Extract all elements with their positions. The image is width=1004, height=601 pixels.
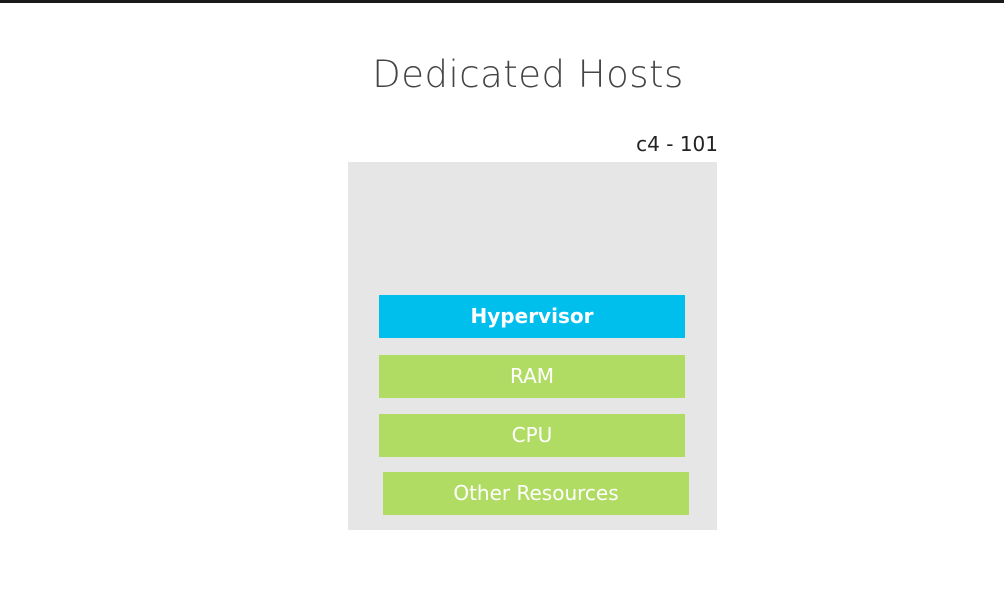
slide-title: Dedicated Hosts bbox=[372, 53, 684, 96]
hypervisor-layer: Hypervisor bbox=[379, 295, 685, 338]
host-label: c4 - 101 bbox=[636, 132, 718, 156]
top-border-line bbox=[0, 0, 1004, 3]
cpu-layer: CPU bbox=[379, 414, 685, 457]
host-box bbox=[348, 162, 717, 530]
ram-layer: RAM bbox=[379, 355, 685, 398]
other-resources-layer: Other Resources bbox=[383, 472, 689, 515]
